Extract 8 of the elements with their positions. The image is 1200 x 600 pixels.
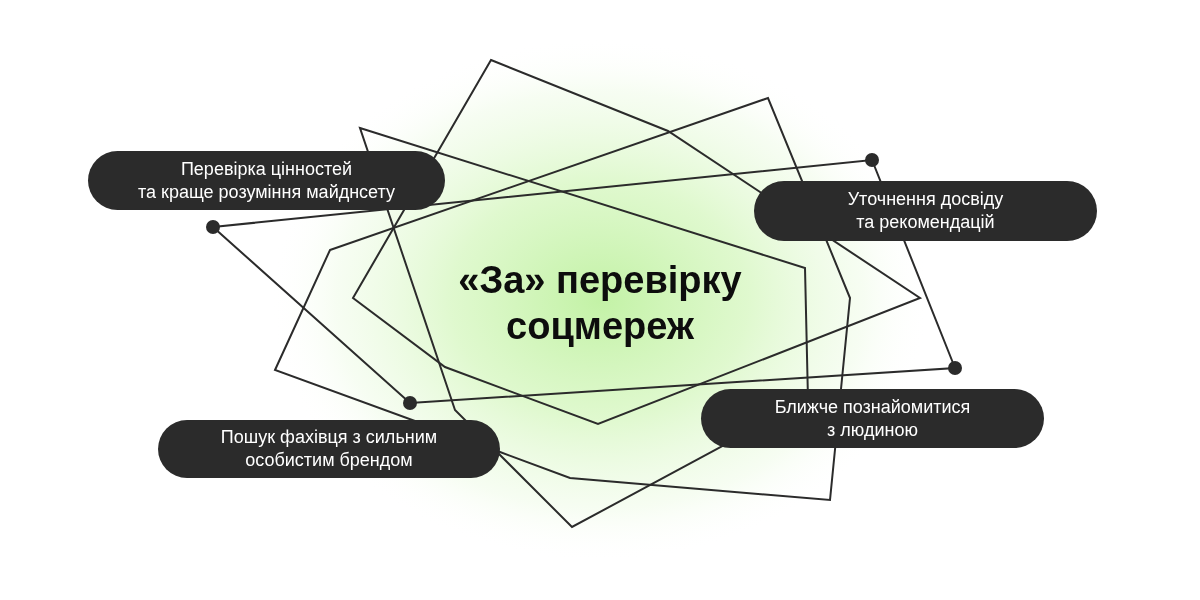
pill-text: Перевірка цінностей та краще розуміння майднсету bbox=[138, 157, 395, 204]
pill-box bbox=[88, 151, 445, 210]
pill-text: Ближче познайомитися з людиною bbox=[774, 395, 971, 442]
pill-text: Пошук фахівця з сильним особистим брендом bbox=[220, 426, 438, 472]
title: «За» перевірку соцмереж bbox=[458, 258, 742, 349]
pill-box bbox=[754, 181, 1097, 241]
pill-text: Уточнення досвіду та рекомендацій bbox=[847, 188, 1004, 234]
pill-box bbox=[158, 420, 500, 478]
